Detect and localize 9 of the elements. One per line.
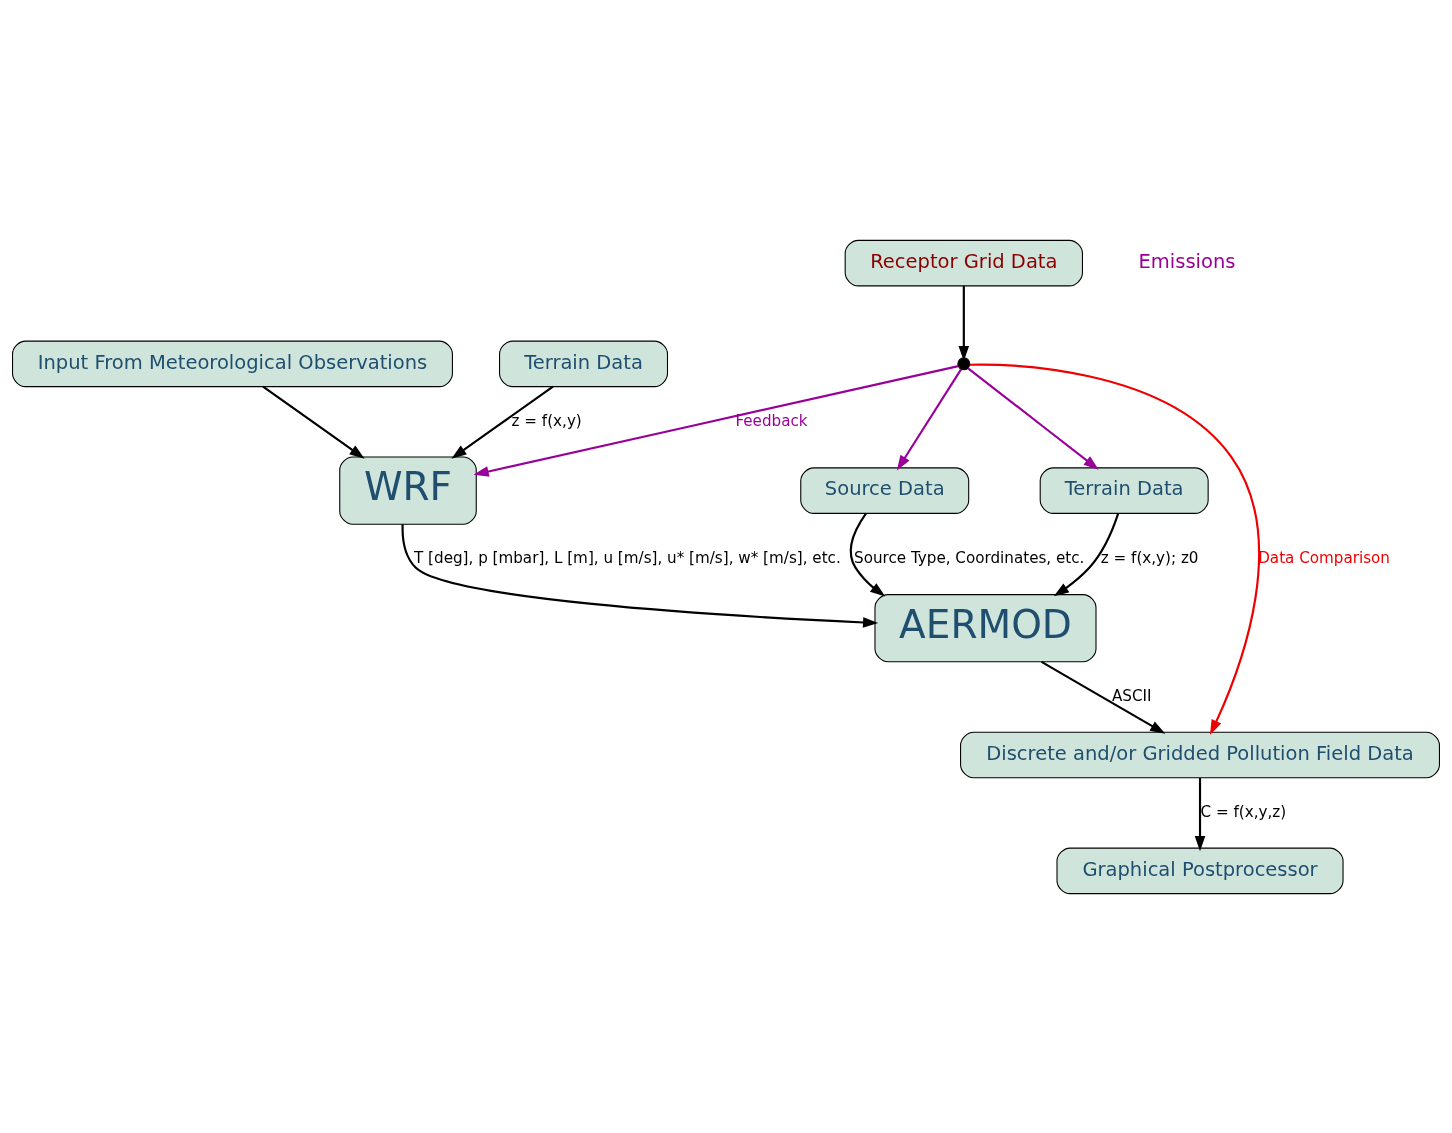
- edge-label: Feedback: [735, 411, 808, 430]
- label: Emissions: [1138, 249, 1236, 273]
- edge-label: z = f(x,y): [511, 411, 582, 430]
- edge-label: z = f(x,y); z0: [1100, 548, 1199, 567]
- edge-label: Data Comparison: [1258, 548, 1390, 567]
- edge-label: ASCII: [1112, 686, 1152, 705]
- edge-label: T [deg], p [mbar], L [m], u [m/s], u* [m/s], w* [m/s], etc.: [414, 548, 841, 567]
- edge-label: Source Type, Coordinates, etc.: [854, 548, 1085, 567]
- edge-label: C = f(x,y,z): [1200, 802, 1287, 821]
